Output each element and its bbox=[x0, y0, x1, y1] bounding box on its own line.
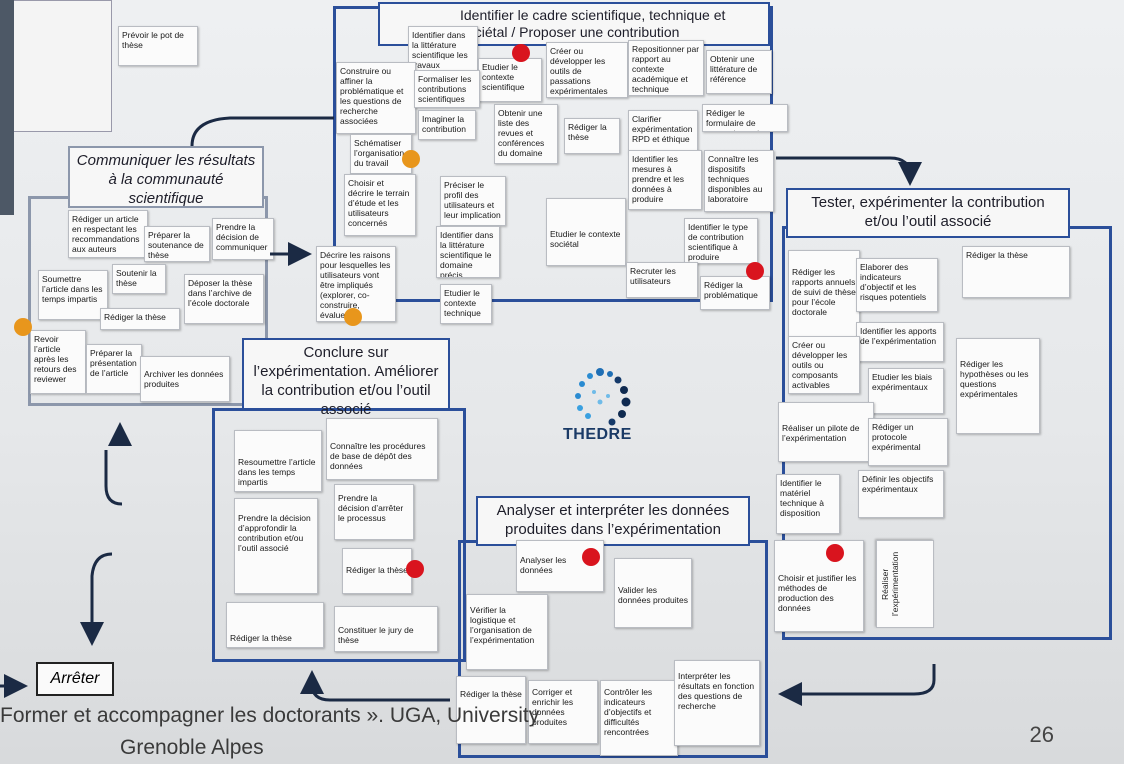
note-test9: Rédiger un protocole expérimental bbox=[868, 418, 948, 466]
stop-box: Arrêter bbox=[36, 662, 114, 696]
red-dot bbox=[582, 548, 600, 566]
note-com8: Revoir l’article après les retours des r… bbox=[30, 330, 86, 394]
note-top20: Etudier le contexte technique bbox=[440, 284, 492, 324]
note-top15: Préciser le profil des utilisateurs et l… bbox=[440, 176, 506, 226]
red-dot bbox=[746, 262, 764, 280]
note-ana3: Vérifier la logistique et l’organisation… bbox=[466, 594, 548, 670]
note-com5: Soutenir la thèse bbox=[112, 264, 166, 294]
note-top10: Rédiger la thèse bbox=[564, 118, 620, 154]
note-top9: Obtenir une liste des revues et conféren… bbox=[494, 104, 558, 164]
note-com4: Soumettre l’article dans les temps impar… bbox=[38, 270, 108, 320]
note-test2: Elaborer des indicateurs d’objectif et l… bbox=[856, 258, 938, 312]
footer-text-line1: Former et accompagner les doctorants ». … bbox=[0, 704, 540, 727]
note-con2: Connaître les procédures de base de dépô… bbox=[326, 418, 438, 480]
note-top17: Connaître les dispositifs techniques dis… bbox=[704, 150, 774, 212]
note-test11: Définir les objectifs expérimentaux bbox=[858, 470, 944, 518]
note-con6: Rédiger la thèse bbox=[226, 602, 324, 648]
note-top8: Imaginer la contribution bbox=[418, 110, 476, 140]
note-top21: Etudier le contexte sociétal bbox=[546, 198, 626, 266]
title-communicate: Communiquer les résultats à la communaut… bbox=[68, 146, 264, 208]
note-com7: Déposer la thèse dans l’archive de l’éco… bbox=[184, 274, 264, 324]
note-top18: Identifier dans la littérature scientifi… bbox=[436, 226, 500, 278]
note-con7: Constituer le jury de thèse bbox=[334, 606, 438, 652]
note-com9: Préparer la présentation de l’article bbox=[86, 344, 142, 394]
note-test5: Créer ou développer les outils ou compos… bbox=[788, 336, 860, 394]
note-com6: Rédiger la thèse bbox=[100, 308, 180, 330]
orange-dot bbox=[14, 318, 32, 336]
note-top3: Créer ou développer les outils de passat… bbox=[546, 42, 628, 98]
footer-text-line2: Grenoble Alpes bbox=[120, 736, 264, 759]
note-ana2: Valider les données produites bbox=[614, 558, 692, 628]
note-test3: Rédiger la thèse bbox=[962, 246, 1070, 298]
note-top24: Rédiger la problématique bbox=[700, 276, 770, 310]
red-dot bbox=[826, 544, 844, 562]
note-top6: Construire ou affiner la problématique e… bbox=[336, 62, 416, 134]
title-conclude: Conclure sur l’expérimentation. Améliore… bbox=[242, 338, 450, 418]
note-com1: Rédiger un article en respectant les rec… bbox=[68, 210, 148, 258]
note-con1: Resoumettre l’article dans les temps imp… bbox=[234, 430, 322, 492]
note-top4: Repositionner par rapport au contexte ac… bbox=[628, 40, 704, 96]
note-ana7: Interpréter les résultats en fonction de… bbox=[674, 660, 760, 746]
red-dot bbox=[512, 44, 530, 62]
note-con4: Prendre la décision d’approfondir la con… bbox=[234, 498, 318, 594]
note-top2: Etudier le contexte scientifique bbox=[478, 58, 542, 102]
title-analyse: Analyser et interpréter les données prod… bbox=[476, 496, 750, 546]
note-con5: Rédiger la thèse bbox=[342, 548, 412, 594]
note-com10: Archiver les données produites bbox=[140, 356, 230, 402]
note-top19: Décrire les raisons pour lesquelles les … bbox=[316, 246, 396, 322]
orange-dot bbox=[344, 308, 362, 326]
note-test12: Choisir et justifier les méthodes de pro… bbox=[774, 540, 864, 632]
note-test10: Identifier le matériel technique à dispo… bbox=[776, 474, 840, 534]
note-top14: Choisir et décrire le terrain d’étude et… bbox=[344, 174, 416, 236]
note-top7: Formaliser les contributions scientifiqu… bbox=[414, 70, 480, 108]
note-test7: Rédiger les hypothèses ou les questions … bbox=[956, 338, 1040, 434]
note-con3: Prendre la décision d’arrêter le process… bbox=[334, 484, 414, 540]
note-ana4: Rédiger la thèse bbox=[456, 676, 526, 744]
note-top23: Recruter les utilisateurs bbox=[626, 262, 698, 298]
note-pot: Prévoir le pot de thèse bbox=[118, 26, 198, 66]
note-top22: Identifier le type de contribution scien… bbox=[684, 218, 758, 264]
note-top12: Rédiger le formulaire de consentement bbox=[702, 104, 788, 132]
note-top16: Identifier les mesures à prendre et les … bbox=[628, 150, 702, 210]
note-ana6: Contrôler les indicateurs d’objectifs et… bbox=[600, 680, 678, 756]
left-edge-strip bbox=[0, 0, 14, 215]
red-dot bbox=[406, 560, 424, 578]
note-test6: Etudier les biais expérimentaux bbox=[868, 368, 944, 414]
note-ana1: Analyser les données bbox=[516, 540, 604, 592]
page-number: 26 bbox=[1029, 722, 1054, 747]
thedre-logo-icon bbox=[575, 368, 631, 426]
title-test: Tester, expérimenter la contribution et/… bbox=[786, 188, 1070, 238]
orange-dot bbox=[402, 150, 420, 168]
logo-text: THEDRE bbox=[563, 426, 632, 443]
note-com3: Prendre la décision de communiquer bbox=[212, 218, 274, 260]
note-top5: Obtenir une littérature de référence bbox=[706, 50, 772, 94]
left-edge-card bbox=[0, 0, 112, 132]
note-ana5: Corriger et enrichir les données produit… bbox=[528, 680, 598, 744]
note-top11: Clarifier expérimentation RPD et éthique bbox=[628, 110, 698, 154]
note-com2: Préparer la soutenance de thèse bbox=[144, 226, 210, 262]
note-test4: Identifier les apports de l’expérimentat… bbox=[856, 322, 944, 362]
